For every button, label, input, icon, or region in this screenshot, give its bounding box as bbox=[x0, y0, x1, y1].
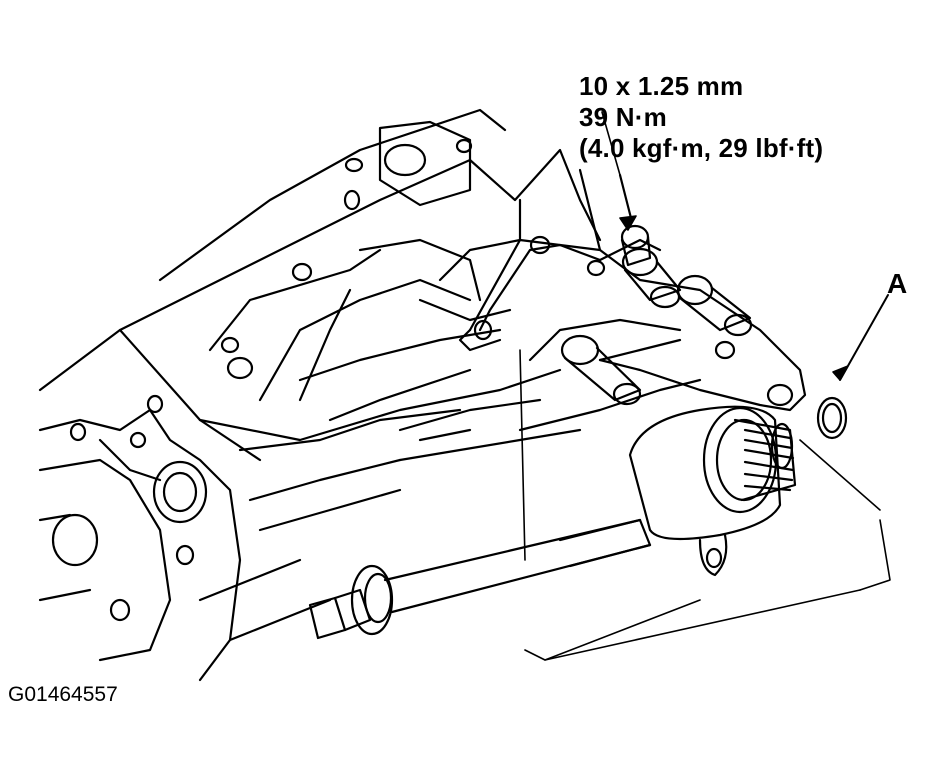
bolt-right bbox=[676, 274, 753, 337]
bolt-upper bbox=[620, 224, 682, 309]
thread-size-label: 10 x 1.25 mm bbox=[579, 71, 744, 101]
bearing-support-bracket bbox=[248, 235, 807, 532]
torque-alt-units-label: (4.0 kgf·m, 29 lbf·ft) bbox=[579, 133, 824, 163]
bolts bbox=[560, 224, 753, 406]
bolt-lower bbox=[560, 334, 642, 406]
bolt-torque-spec: 10 x 1.25 mm 39 N·m (4.0 kgf·m, 29 lbf·f… bbox=[579, 71, 823, 164]
callout-label-a: A bbox=[887, 268, 908, 299]
transmission-housing bbox=[38, 394, 332, 682]
snap-ring-a bbox=[816, 396, 848, 440]
leader-lines bbox=[519, 111, 891, 661]
figure-id: G01464557 bbox=[8, 683, 118, 706]
engine-block bbox=[38, 108, 662, 462]
intermediate-shaft bbox=[308, 405, 797, 640]
torque-nm-label: 39 N·m bbox=[579, 102, 667, 132]
